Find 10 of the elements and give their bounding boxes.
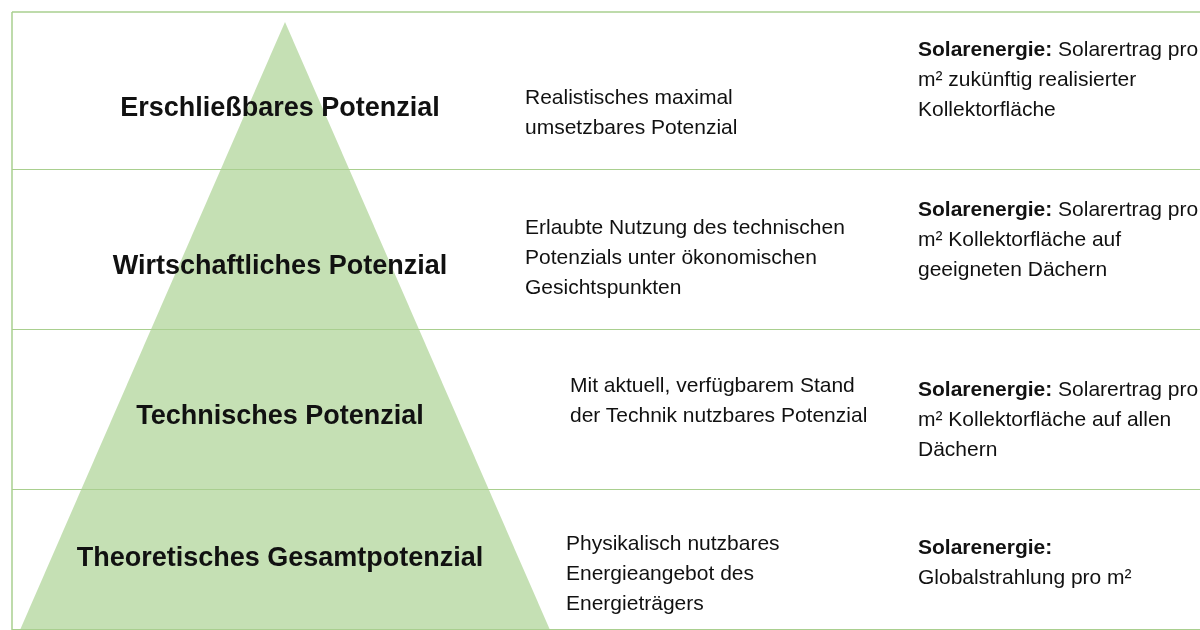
solar-note: Solarenergie: Solarertrag pro m² zukünftig realisierter Kollektorfläche (918, 36, 1200, 122)
tier-title: Technisches Potenzial (135, 400, 425, 431)
tier-title: Theoretisches Gesamtpotenzial (75, 542, 485, 573)
solar-note: Solarenergie: Globalstrahlung pro m² (918, 534, 1133, 590)
solar-note: Solarenergie: Solarertrag pro m² Kollektorfläche auf allen Dächern (918, 376, 1200, 462)
solar-note: Solarenergie: Solarertrag pro m² Kollektorfläche auf geeigneten Dächern (918, 196, 1200, 282)
tier-description: Realistisches maximal umsetzbares Potenzial (525, 84, 739, 140)
tier-description: Physikalisch nutzbares Energieangebot des Energieträgers (566, 530, 781, 616)
tier-description: Erlaubte Nutzung des technischen Potenzials unter ökonomischen Gesichtspunkten (525, 214, 846, 300)
tier-description: Mit aktuell, verfügbarem Stand der Technik nutzbares Potenzial (570, 372, 869, 428)
